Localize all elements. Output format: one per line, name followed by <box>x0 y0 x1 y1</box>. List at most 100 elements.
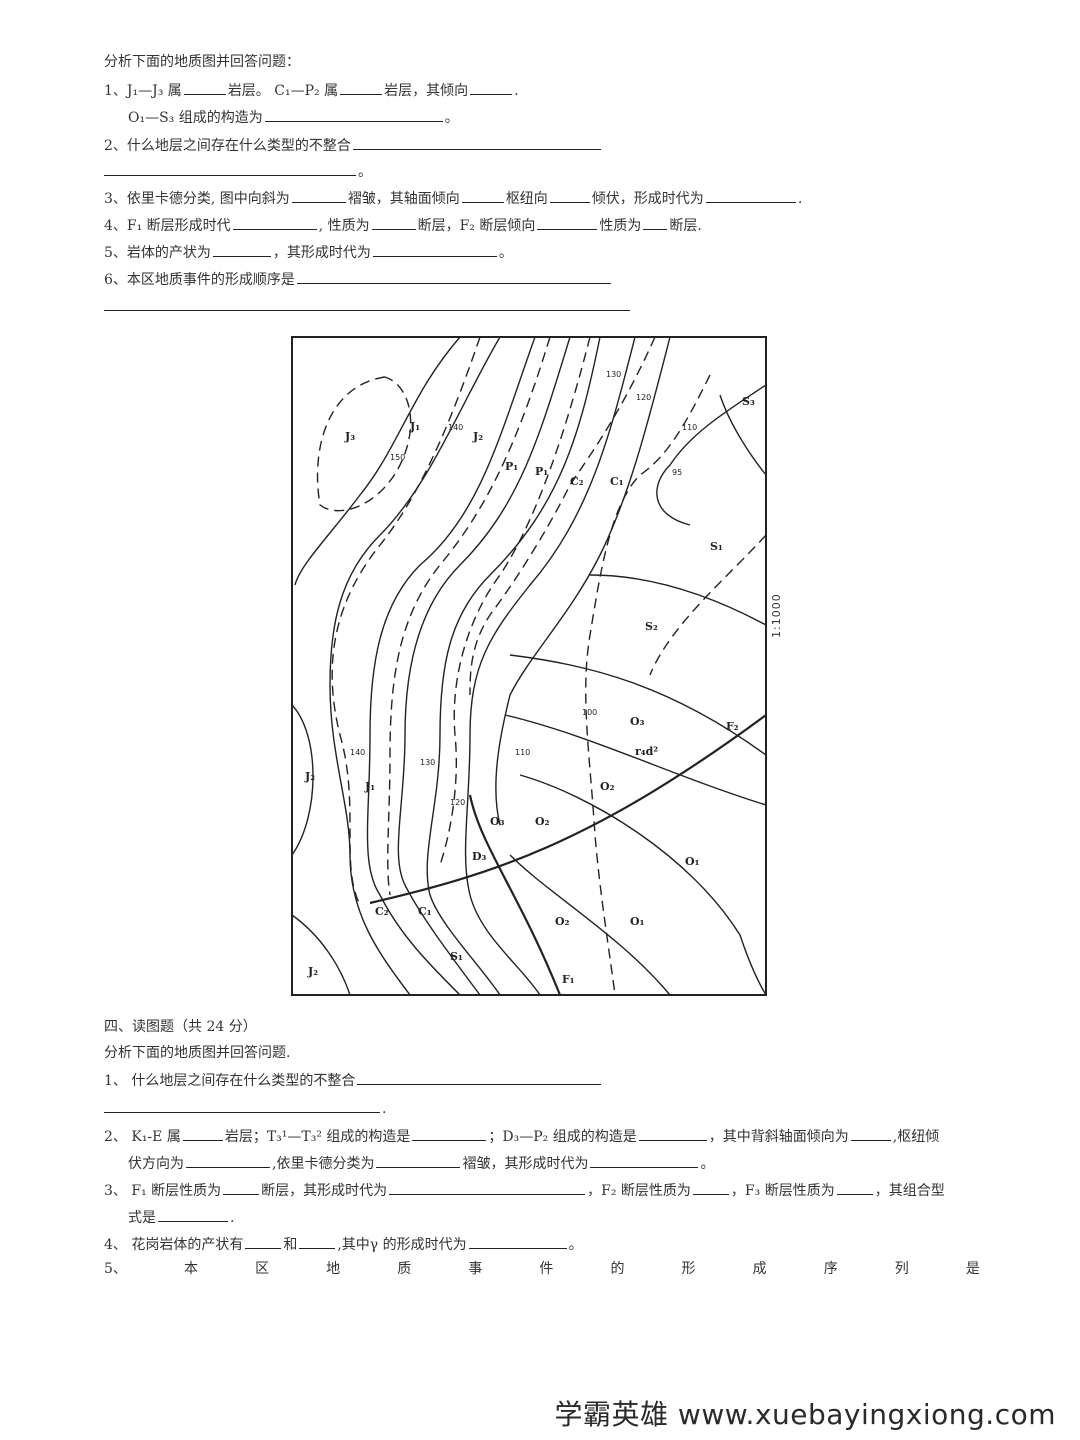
map-label: P₁ <box>505 460 518 473</box>
answer-blank[interactable] <box>638 1126 707 1141</box>
contour-label: 100 <box>582 708 597 717</box>
geological-map-svg: J₃ J₂ J₁ P₁ P₁ C₂ C₁ S₁ S₂ S₃ J₂ J₁ J₂ O… <box>291 336 767 996</box>
answer-blank[interactable] <box>182 1126 223 1141</box>
map-label: J₃ <box>344 430 355 443</box>
answer-blank[interactable] <box>549 188 590 203</box>
map-label: C₁ <box>610 475 624 488</box>
answer-rule[interactable] <box>104 310 630 311</box>
answer-blank[interactable] <box>537 215 598 230</box>
answer-blank[interactable] <box>232 215 317 230</box>
answer-blank[interactable] <box>186 1153 270 1168</box>
answer-blank[interactable] <box>643 215 668 230</box>
contact-line <box>294 336 461 586</box>
question-6: 6、本区地质事件的形成顺序是 <box>104 269 613 290</box>
contact-line <box>329 336 501 996</box>
p4-q3-text-a: 3、 F₁ 断层性质为 <box>104 1183 222 1199</box>
question-4: 4、F₁ 断层形成时代, 性质为断层，F₂ 断层倾向性质为断层. <box>104 215 702 236</box>
q1-text-b: 岩层。 C₁—P₂ 属 <box>227 83 339 99</box>
answer-blank[interactable] <box>245 1234 282 1249</box>
p4-q2-text-b: 岩层；T₃¹—T₃² 组成的构造是 <box>224 1129 411 1145</box>
answer-blank[interactable] <box>158 1207 228 1222</box>
answer-blank[interactable] <box>412 1126 487 1141</box>
answer-blank[interactable] <box>299 1234 336 1249</box>
answer-blank[interactable] <box>104 161 356 176</box>
q5-text-b: ，其形成时代为 <box>272 245 371 261</box>
p4-q3-text-d: ，F₃ 断层性质为 <box>730 1183 835 1199</box>
answer-blank[interactable] <box>223 1180 260 1195</box>
question-1-cont: O₁—S₃ 组成的构造为。 <box>128 107 459 128</box>
p4-q5-char: 件 <box>539 1261 554 1277</box>
q2-text: 2、什么地层之间存在什么类型的不整合 <box>104 138 351 154</box>
p4-question-2-cont: 伏方向为,依里卡德分类为褶皱，其形成时代为。 <box>128 1153 714 1174</box>
map-label: C₁ <box>418 905 432 918</box>
q1-text-f: 。 <box>444 110 459 126</box>
p4-q5-char: 区 <box>255 1261 270 1277</box>
answer-blank[interactable] <box>461 188 504 203</box>
p4-q5-char: 质 <box>397 1261 412 1277</box>
map-label: S₂ <box>645 620 658 633</box>
answer-blank[interactable] <box>371 215 416 230</box>
p4-q5-char: 列 <box>894 1261 909 1277</box>
answer-blank[interactable] <box>470 80 513 95</box>
contact-line <box>509 654 767 756</box>
answer-blank[interactable] <box>264 107 443 122</box>
map-label: J₂ <box>472 430 483 443</box>
contact-line <box>504 714 767 806</box>
answer-blank[interactable] <box>104 1098 380 1113</box>
map-label: O₃ <box>630 715 645 728</box>
dashed-contact <box>387 336 551 896</box>
answer-blank[interactable] <box>468 1234 567 1249</box>
q4-text-b: , 性质为 <box>318 218 370 234</box>
question-2: 2、什么地层之间存在什么类型的不整合 <box>104 135 603 156</box>
answer-blank[interactable] <box>183 80 226 95</box>
answer-blank[interactable] <box>389 1180 586 1195</box>
dashed-contact <box>331 336 481 906</box>
answer-blank[interactable] <box>340 80 383 95</box>
p4-question-5: 5、 本 区 地 质 事 件 的 形 成 序 列 是 <box>104 1259 980 1279</box>
q2-end: 。 <box>358 164 372 180</box>
answer-blank[interactable] <box>291 188 346 203</box>
p4-q4-text-c: ,其中γ 的形成时代为 <box>337 1237 467 1253</box>
q1-text-a: 1、J₁—J₃ 属 <box>104 83 182 99</box>
answer-blank[interactable] <box>836 1180 873 1195</box>
p4-q2-text-c: ；D₃—P₂ 组成的构造是 <box>488 1129 637 1145</box>
map-label: S₁ <box>450 950 463 963</box>
p4-q3-text-e: ，其组合型 <box>874 1183 945 1199</box>
map-label: C₂ <box>570 475 584 488</box>
answer-blank[interactable] <box>705 188 796 203</box>
map-border <box>291 336 767 996</box>
answer-blank[interactable] <box>352 135 601 150</box>
p4-q5-char: 形 <box>681 1261 696 1277</box>
p4-q2-text-e: ,枢纽倾 <box>892 1129 940 1145</box>
contact-line <box>519 774 767 996</box>
contour-label: 110 <box>515 748 530 757</box>
map-label: J₂ <box>307 965 318 978</box>
map-label: O₂ <box>535 815 550 828</box>
answer-blank[interactable] <box>590 1153 699 1168</box>
q1-text-d: . <box>514 83 519 99</box>
contact-line <box>656 384 767 526</box>
q4-text-e: 断层. <box>669 218 702 234</box>
contour-label: 120 <box>636 393 651 402</box>
q3-text-d: 倾伏，形成时代为 <box>591 191 704 207</box>
p4-q2-text-d: ，其中背斜轴面倾向为 <box>708 1129 849 1145</box>
contour-label: 150 <box>390 453 405 462</box>
contact-line <box>495 336 671 826</box>
answer-blank[interactable] <box>296 269 611 284</box>
answer-blank[interactable] <box>357 1070 602 1085</box>
contact-line <box>291 704 314 856</box>
fault-line <box>468 794 562 996</box>
map-label: F₁ <box>562 973 575 986</box>
map-label: S₁ <box>710 540 723 553</box>
p4-q5-char: 的 <box>610 1261 625 1277</box>
contact-line <box>366 336 536 996</box>
answer-blank[interactable] <box>850 1126 891 1141</box>
contour-label: 140 <box>448 423 463 432</box>
answer-blank[interactable] <box>692 1180 729 1195</box>
answer-blank[interactable] <box>372 242 497 257</box>
q5-text-a: 5、岩体的产状为 <box>104 245 211 261</box>
p4-question-3-cont: 式是. <box>128 1207 234 1228</box>
answer-blank[interactable] <box>376 1153 461 1168</box>
answer-blank[interactable] <box>212 242 271 257</box>
p4-question-4: 4、 花岗岩体的产状有和,其中γ 的形成时代为。 <box>104 1234 583 1255</box>
